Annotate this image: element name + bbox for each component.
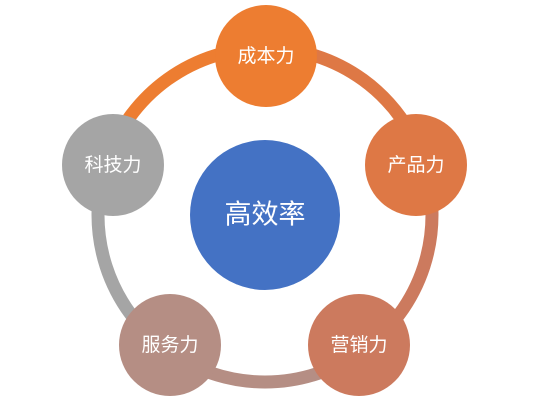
node-marketing-label: 营销力 — [330, 334, 387, 356]
node-service: 服务力 — [119, 294, 221, 396]
node-service-circle — [119, 294, 221, 396]
center-label: 高效率 — [225, 200, 306, 231]
node-cost: 成本力 — [215, 5, 317, 107]
center-circle — [190, 140, 340, 290]
node-service-label: 服务力 — [141, 334, 198, 356]
node-cost-circle — [215, 5, 317, 107]
node-cost-label: 成本力 — [237, 45, 294, 67]
node-marketing: 营销力 — [308, 294, 410, 396]
node-tech-label: 科技力 — [84, 154, 141, 176]
node-product: 产品力 — [365, 114, 467, 216]
center-node: 高效率 — [190, 140, 340, 290]
node-product-circle — [365, 114, 467, 216]
node-tech-circle — [62, 114, 164, 216]
node-product-label: 产品力 — [387, 154, 444, 176]
node-marketing-circle — [308, 294, 410, 396]
node-tech: 科技力 — [62, 114, 164, 216]
